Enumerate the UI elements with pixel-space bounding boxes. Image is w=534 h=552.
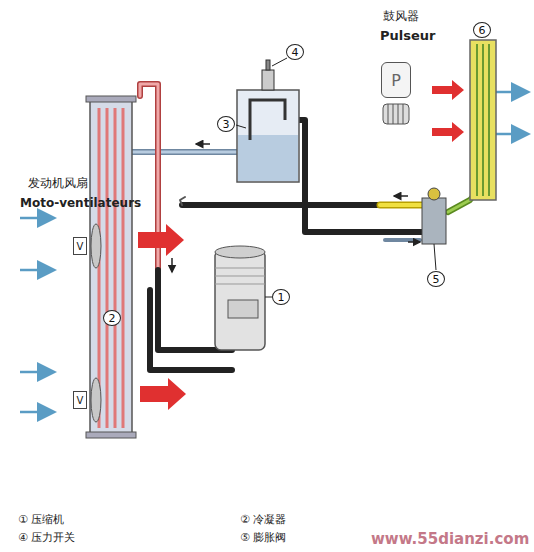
part-title: Moto-ventilateurs [20, 196, 141, 210]
callout-number: 1 [272, 289, 290, 305]
fan-motor-box: V [73, 391, 87, 409]
part-title: 鼓风器 [383, 8, 419, 25]
node-text: 2 [109, 312, 116, 325]
node-text: 1 [278, 291, 285, 304]
watermark: www.55dianzi.com [371, 530, 529, 548]
callout-number: 3 [217, 116, 235, 132]
node-text: V [77, 395, 84, 406]
node-text: 4 [292, 46, 299, 59]
legend-entry: ① 压缩机 [18, 512, 64, 527]
callout-number: 2 [103, 310, 121, 326]
node-text: 6 [479, 24, 486, 37]
node-text: V [77, 241, 84, 252]
legend-entry: ⑤ 膨胀阀 [240, 530, 286, 545]
fan-motor-box: V [73, 237, 87, 255]
blower-icon: P [381, 62, 411, 98]
node-text: 3 [223, 118, 230, 131]
node-text: P [391, 71, 401, 90]
callout-number: 4 [286, 44, 304, 60]
legend-entry: ④ 压力开关 [18, 530, 75, 545]
callout-number: 5 [427, 271, 445, 287]
legend-entry: ② 冷凝器 [240, 512, 286, 527]
part-title: Pulseur [380, 28, 435, 43]
callout-number: 6 [473, 22, 491, 38]
part-title: 发动机风扇 [28, 175, 88, 192]
node-text: 5 [433, 273, 440, 286]
